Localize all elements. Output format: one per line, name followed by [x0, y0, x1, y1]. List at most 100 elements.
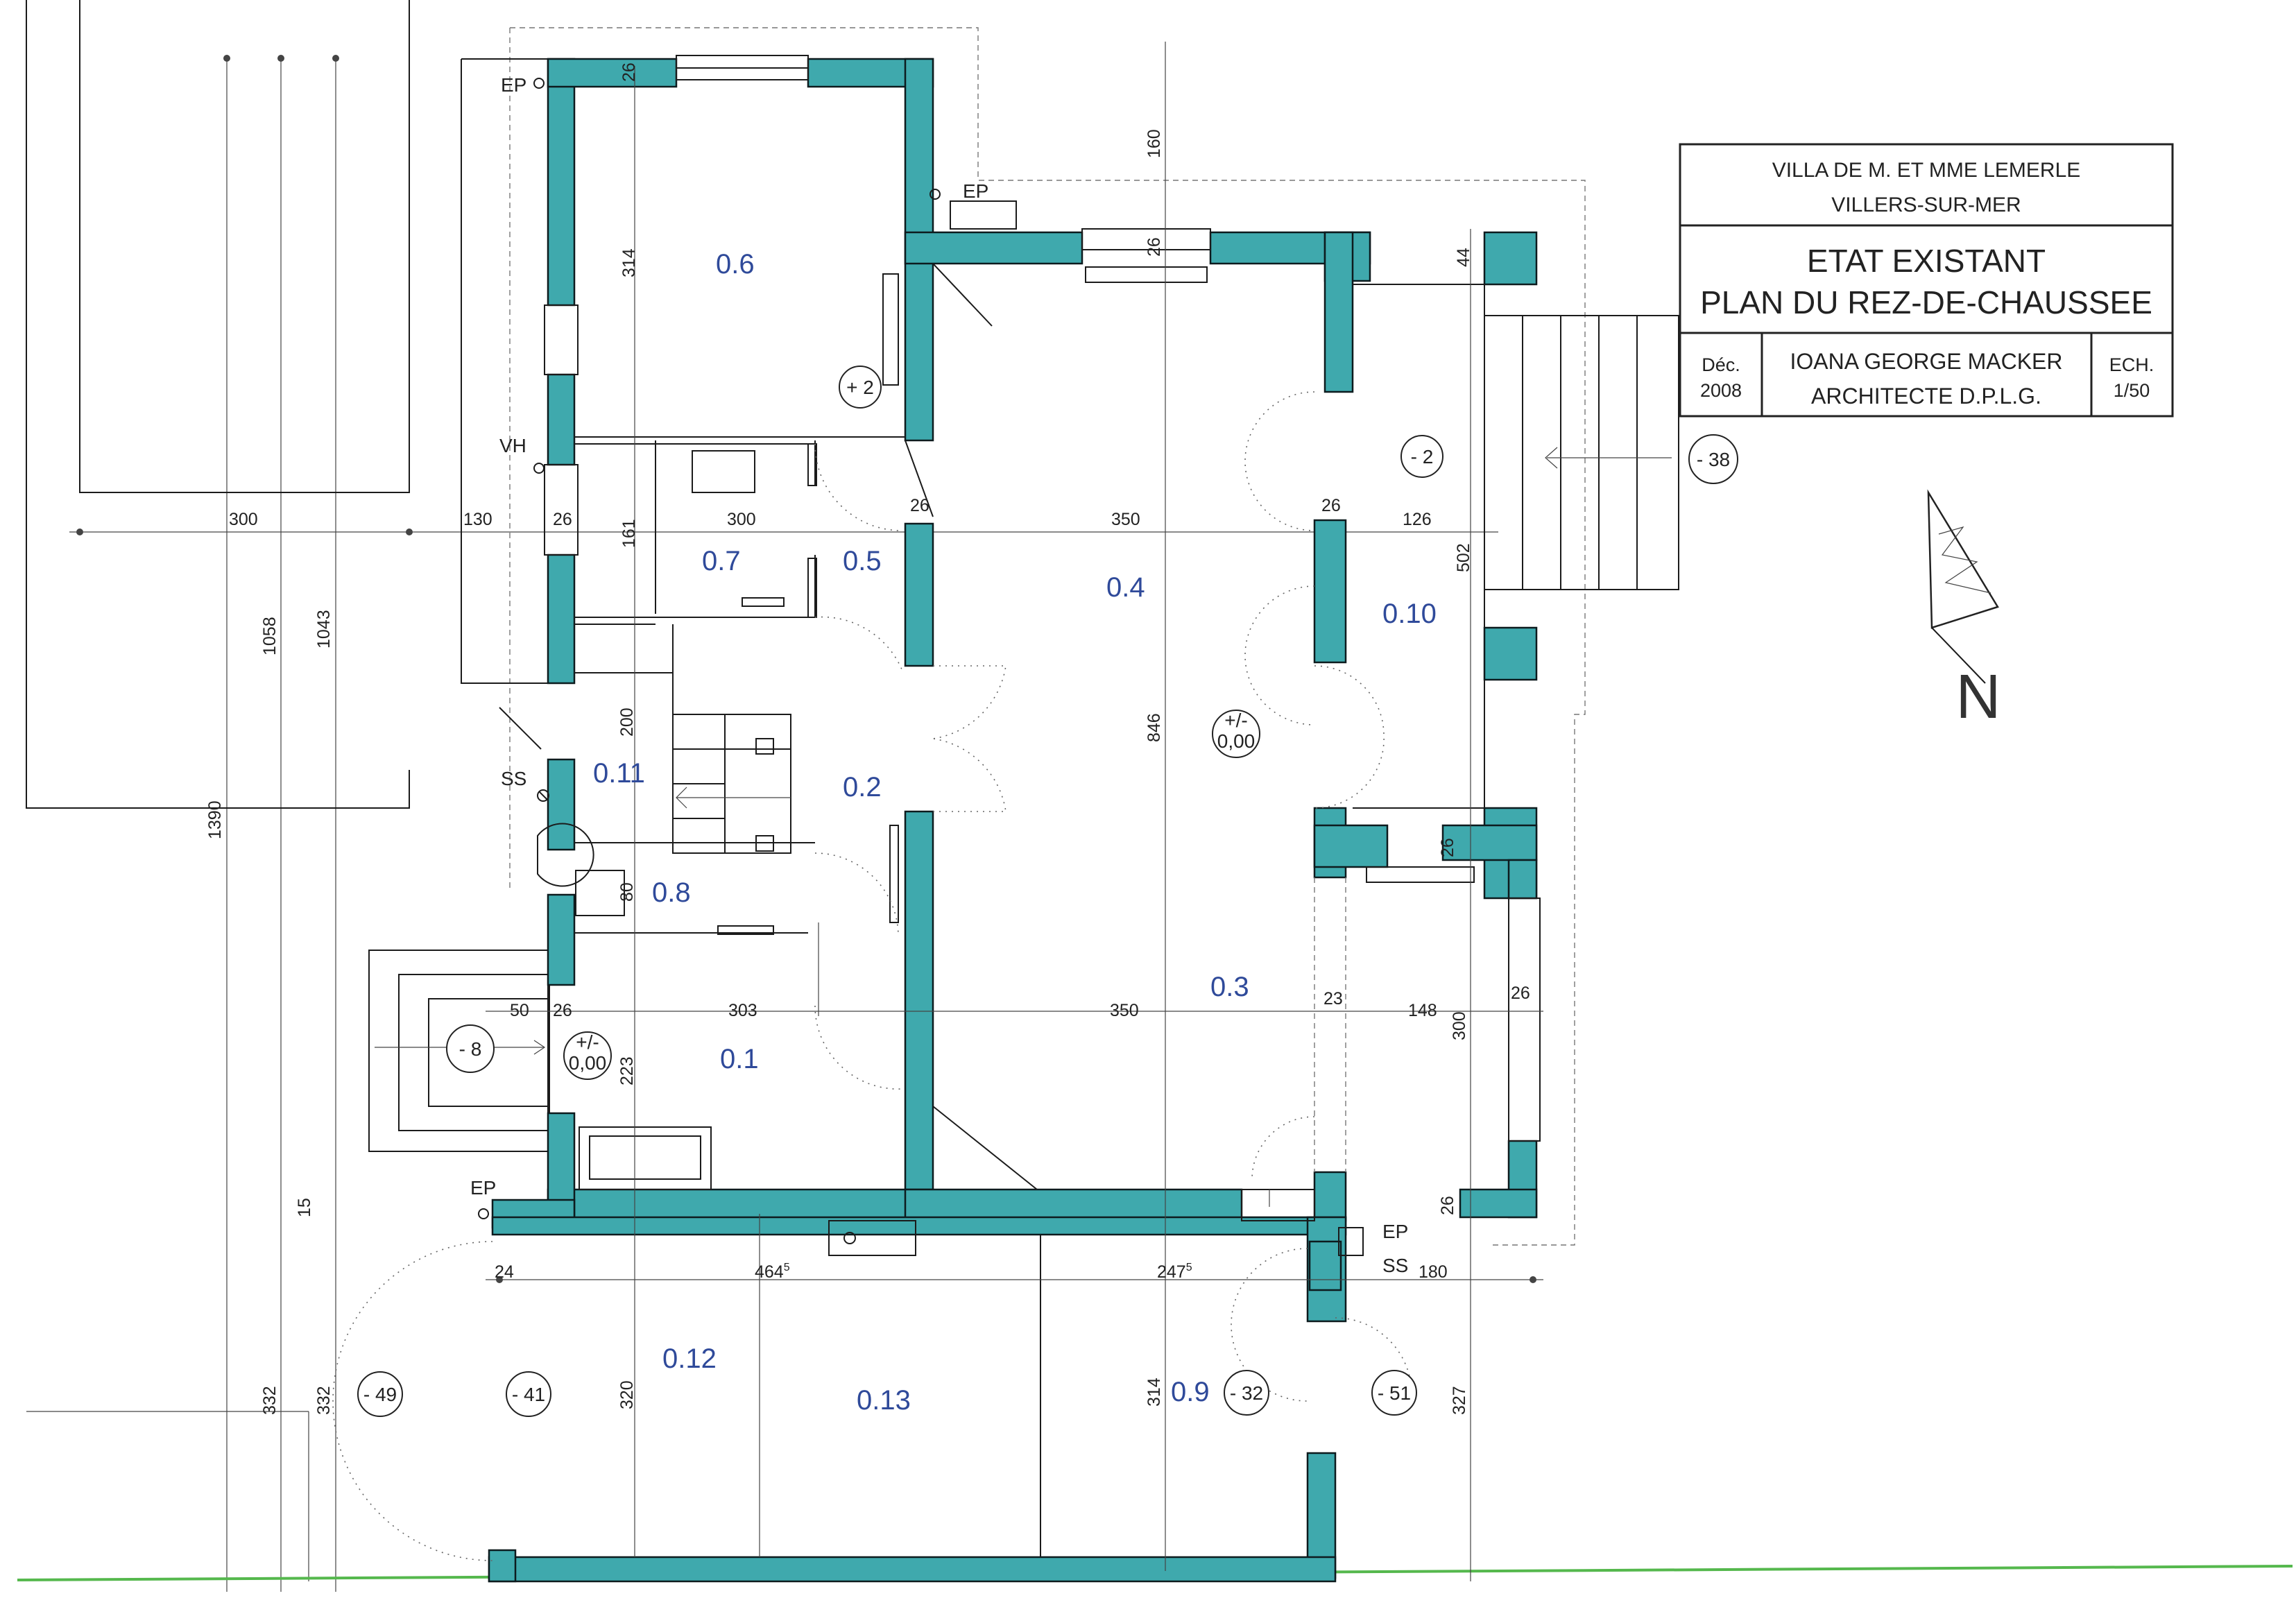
- svg-text:126: 126: [1403, 510, 1432, 529]
- level-marker: +/- 0,00: [563, 1031, 612, 1080]
- svg-text:15: 15: [295, 1198, 314, 1217]
- room-0-6: 0.6: [716, 249, 755, 280]
- svg-text:160: 160: [1145, 129, 1164, 158]
- svg-text:EP: EP: [470, 1177, 496, 1199]
- svg-text:SS: SS: [1382, 1255, 1408, 1276]
- room-0-10: 0.10: [1382, 599, 1437, 629]
- room-0-13: 0.13: [857, 1385, 911, 1416]
- svg-text:26: 26: [553, 1001, 572, 1020]
- svg-text:350: 350: [1110, 1001, 1139, 1020]
- level-marker: - 8: [446, 1024, 495, 1073]
- svg-text:300: 300: [1450, 1011, 1469, 1040]
- svg-text:- 41: - 41: [512, 1384, 545, 1405]
- room-0-8: 0.8: [652, 877, 691, 908]
- svg-text:26: 26: [619, 62, 639, 82]
- svg-text:223: 223: [617, 1056, 637, 1085]
- svg-text:+/-: +/-: [1224, 710, 1247, 731]
- date-line-2: 2008: [1700, 380, 1742, 401]
- svg-text:- 49: - 49: [363, 1384, 397, 1405]
- room-0-2: 0.2: [843, 772, 882, 802]
- room-labels: 0.6 0.7 0.5 0.4 0.10 0.11 0.2 0.8 0.3 0.…: [593, 249, 1437, 1416]
- svg-text:2475: 2475: [1157, 1262, 1192, 1282]
- room-0-5: 0.5: [843, 546, 882, 576]
- level-marker: - 32: [1224, 1370, 1269, 1416]
- level-marker: - 38: [1688, 434, 1738, 484]
- svg-text:332: 332: [314, 1386, 334, 1415]
- svg-text:332: 332: [260, 1386, 280, 1415]
- svg-text:26: 26: [1321, 496, 1341, 515]
- svg-text:148: 148: [1408, 1001, 1437, 1020]
- svg-text:26: 26: [1438, 1196, 1457, 1215]
- level-marker: - 41: [506, 1371, 551, 1417]
- svg-text:80: 80: [617, 882, 637, 902]
- walls: [488, 58, 1538, 1583]
- svg-text:SS: SS: [501, 768, 526, 789]
- svg-text:26: 26: [553, 510, 572, 529]
- svg-text:- 38: - 38: [1697, 449, 1730, 470]
- scale-line-1: ECH.: [2109, 354, 2154, 375]
- svg-text:26: 26: [1438, 838, 1457, 857]
- level-marker: - 51: [1371, 1370, 1417, 1416]
- svg-text:130: 130: [463, 510, 492, 529]
- client-line-1: VILLA DE M. ET MME LEMERLE: [1772, 159, 2081, 182]
- svg-text:320: 320: [617, 1380, 637, 1409]
- title-line-2: PLAN DU REZ-DE-CHAUSSEE: [1700, 284, 2152, 320]
- svg-text:50: 50: [510, 1001, 529, 1020]
- svg-text:- 51: - 51: [1378, 1382, 1411, 1404]
- svg-text:- 32: - 32: [1230, 1382, 1263, 1404]
- svg-text:327: 327: [1450, 1386, 1469, 1415]
- level-marker: + 2: [839, 366, 882, 409]
- room-0-12: 0.12: [662, 1343, 717, 1374]
- room-0-9: 0.9: [1171, 1377, 1210, 1407]
- architect-line-2: ARCHITECTE D.P.L.G.: [1811, 384, 2041, 409]
- svg-text:314: 314: [619, 248, 639, 277]
- svg-text:200: 200: [617, 707, 637, 737]
- room-0-1: 0.1: [720, 1044, 759, 1074]
- svg-text:26: 26: [910, 496, 929, 515]
- room-0-4: 0.4: [1106, 572, 1145, 603]
- svg-text:23: 23: [1323, 989, 1343, 1008]
- svg-text:1390: 1390: [205, 800, 225, 839]
- svg-text:0,00: 0,00: [569, 1052, 607, 1074]
- level-marker: - 2: [1400, 435, 1443, 478]
- svg-text:EP: EP: [1382, 1221, 1408, 1242]
- svg-text:300: 300: [727, 510, 756, 529]
- svg-text:- 2: - 2: [1411, 446, 1434, 467]
- svg-text:EP: EP: [501, 74, 526, 96]
- svg-text:44: 44: [1454, 248, 1473, 267]
- svg-text:1043: 1043: [314, 610, 334, 649]
- svg-text:24: 24: [495, 1262, 514, 1282]
- architect-line-1: IOANA GEORGE MACKER: [1790, 349, 2063, 374]
- level-markers: + 2 - 2 - 38 +/- 0,00 - 8 +/- 0,00 - 49: [357, 366, 1738, 1417]
- svg-text:+ 2: + 2: [846, 377, 874, 398]
- north-arrow-icon: N: [1927, 489, 2001, 732]
- svg-text:26: 26: [1145, 237, 1164, 257]
- svg-text:300: 300: [229, 510, 258, 529]
- svg-text:0,00: 0,00: [1217, 730, 1256, 752]
- svg-text:350: 350: [1111, 510, 1140, 529]
- level-marker: +/- 0,00: [1212, 710, 1260, 758]
- north-label: N: [1956, 662, 2001, 732]
- scale-line-2: 1/50: [2114, 380, 2150, 401]
- level-marker: - 49: [357, 1371, 403, 1417]
- svg-text:26: 26: [1511, 984, 1530, 1003]
- svg-text:180: 180: [1419, 1262, 1448, 1282]
- interior-lines: [332, 42, 1672, 1581]
- title-line-1: ETAT EXISTANT: [1807, 243, 2046, 279]
- svg-text:314: 314: [1145, 1377, 1164, 1407]
- annotations: EP EP VH SS EP EP SS: [470, 74, 1408, 1276]
- client-line-2: VILLERS-SUR-MER: [1831, 194, 2021, 216]
- svg-text:4645: 4645: [755, 1262, 790, 1282]
- svg-text:303: 303: [728, 1001, 757, 1020]
- date-line-1: Déc.: [1702, 354, 1740, 375]
- svg-text:161: 161: [619, 519, 639, 548]
- dimensions: 300 130 26 300 26 350 26 126 50 26 303 3…: [205, 62, 1530, 1415]
- svg-text:846: 846: [1145, 713, 1164, 742]
- svg-text:+/-: +/-: [576, 1031, 599, 1053]
- svg-text:1058: 1058: [260, 617, 280, 655]
- room-0-3: 0.3: [1210, 972, 1249, 1002]
- room-0-7: 0.7: [702, 546, 741, 576]
- room-0-11: 0.11: [593, 758, 645, 789]
- svg-text:502: 502: [1454, 543, 1473, 572]
